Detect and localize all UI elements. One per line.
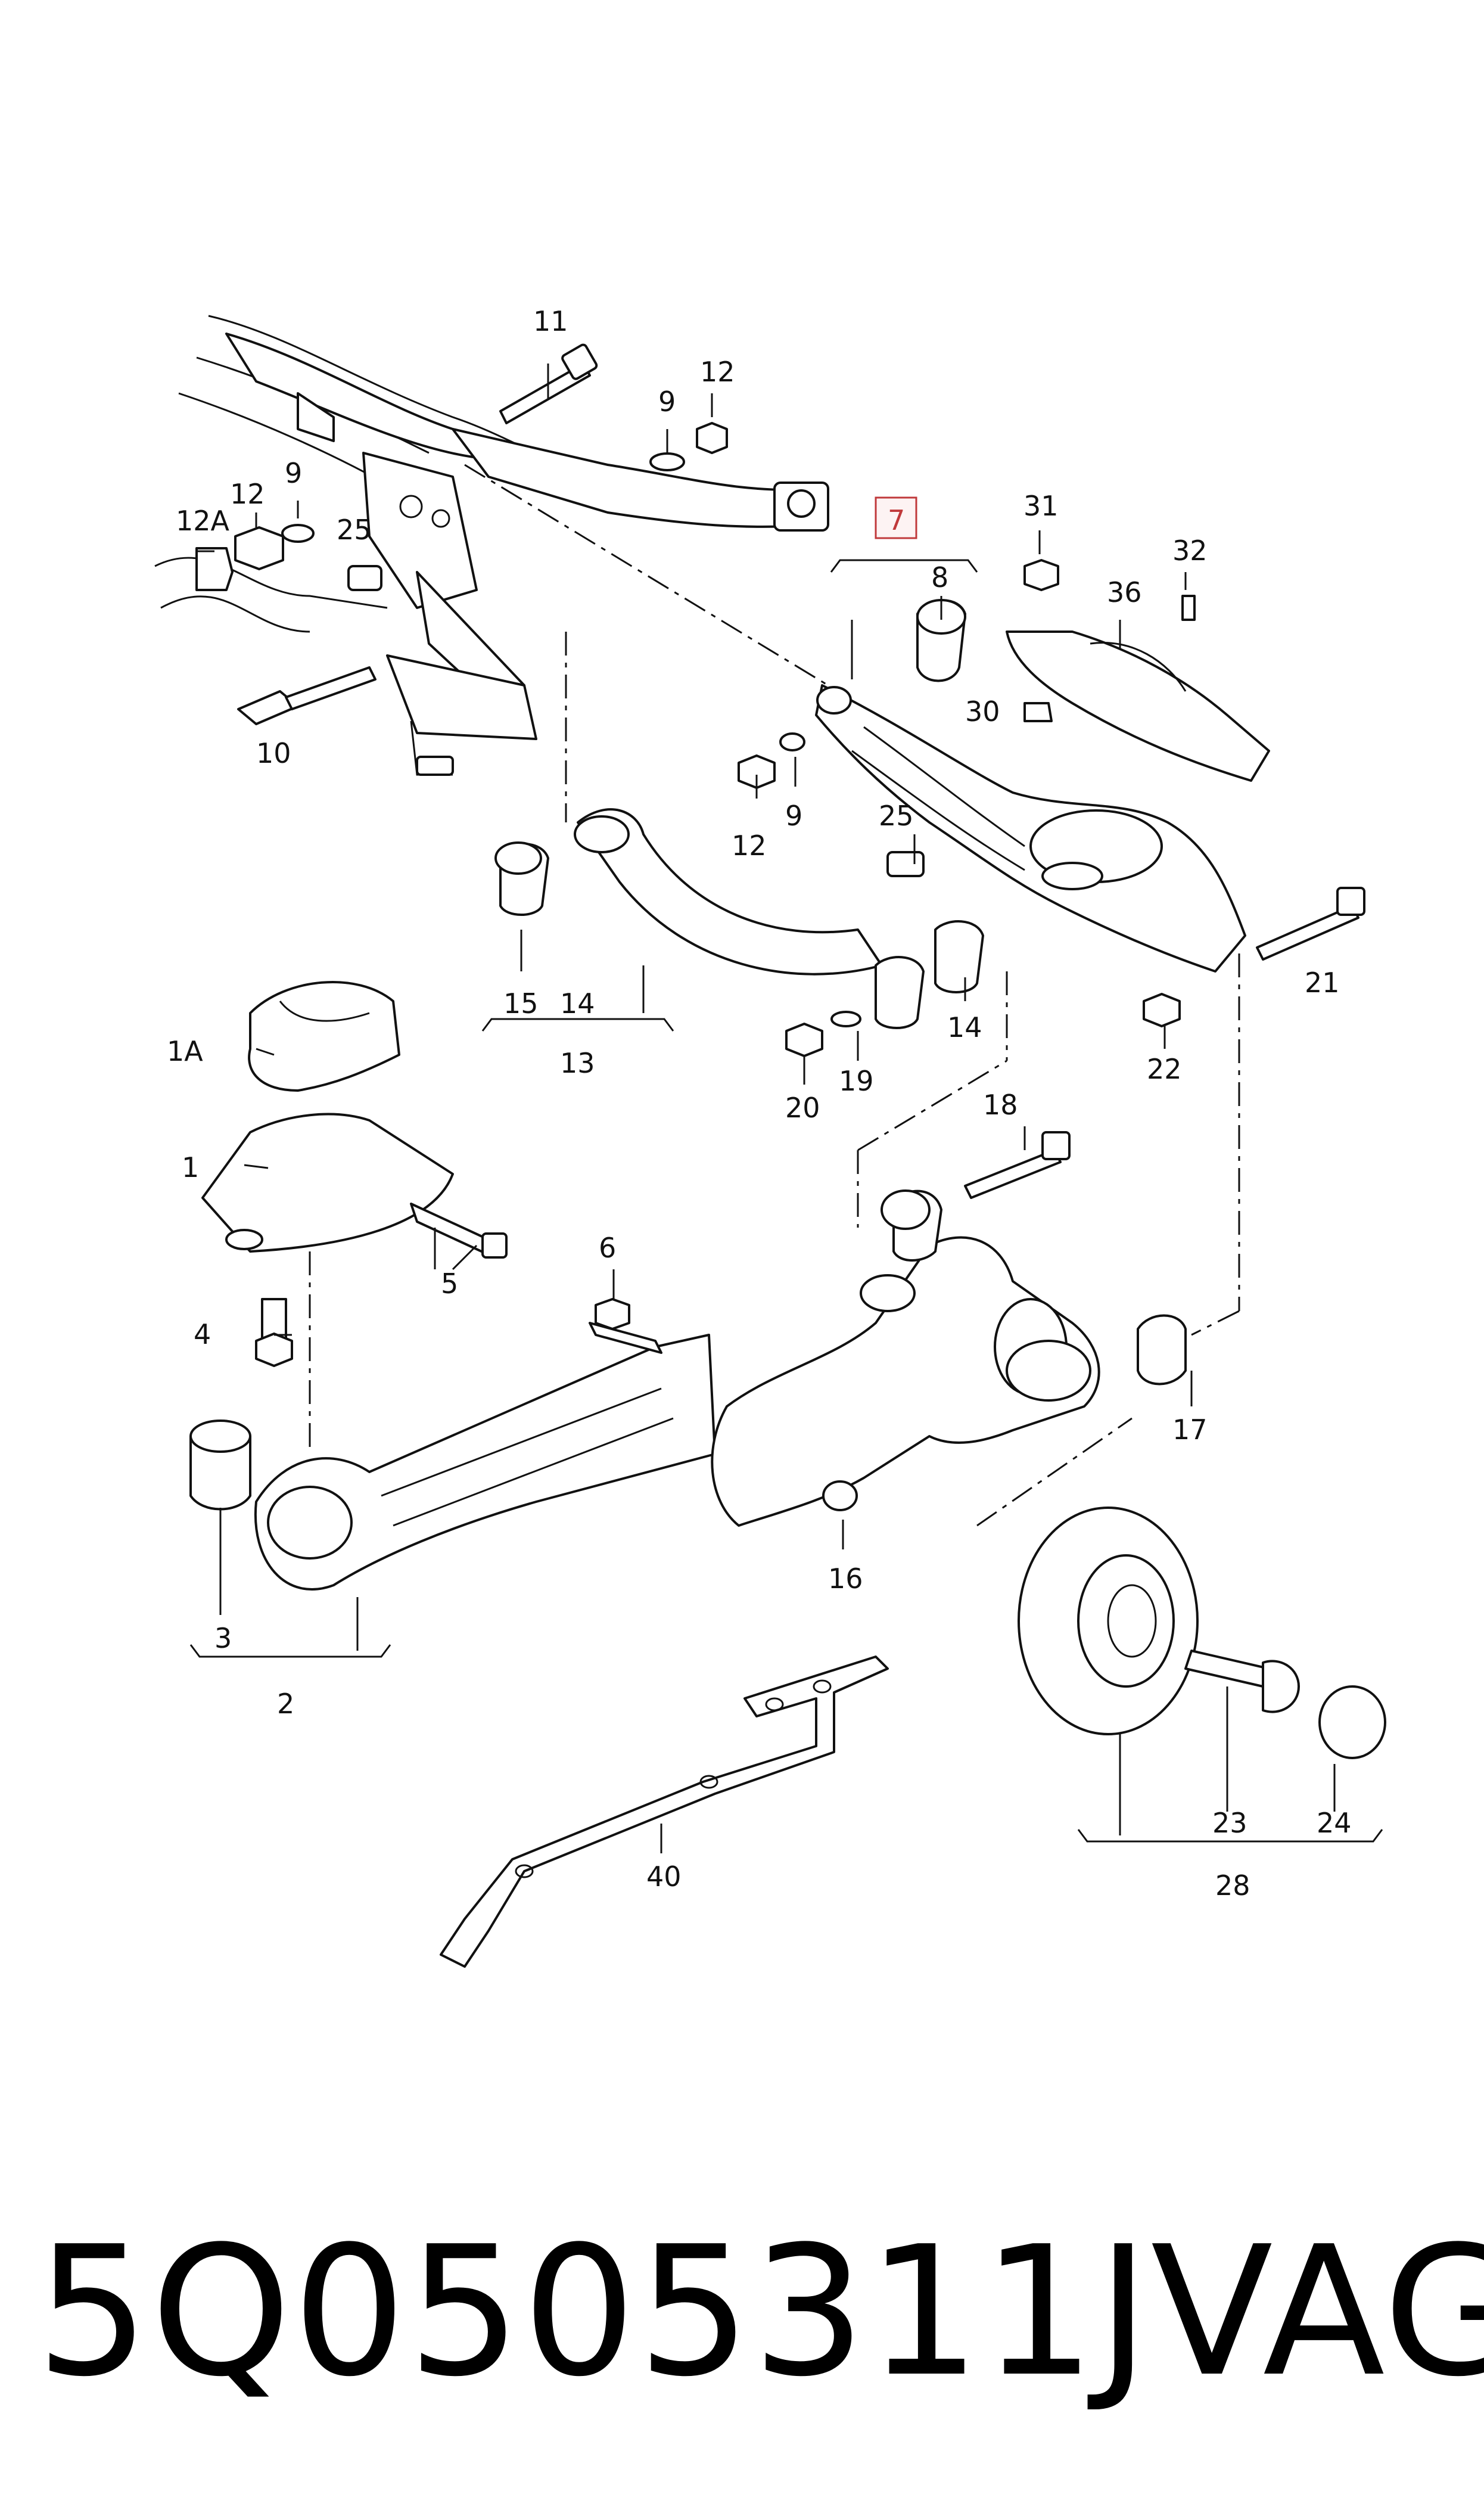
mount-1-drawing	[201, 981, 508, 1367]
callout-13: 13	[560, 1047, 595, 1079]
bracket-40-drawing	[440, 1655, 889, 1968]
bracket-36-drawing	[1006, 559, 1270, 782]
callout-6: 6	[599, 1232, 616, 1264]
fasteners-top-left	[195, 343, 728, 725]
part-number: 5Q0505311J	[36, 2208, 1151, 2416]
callout-36: 36	[1107, 576, 1142, 608]
callout-10: 10	[256, 737, 291, 769]
callout-14: 14	[560, 987, 595, 1020]
callout-32: 32	[1172, 535, 1208, 567]
subframe-drawing	[154, 315, 829, 776]
callout-8: 8	[931, 561, 948, 594]
callout-9: 9	[658, 386, 676, 418]
callout-12: 12	[732, 830, 767, 862]
callout-22: 22	[1147, 1053, 1182, 1085]
callout-21: 21	[1305, 967, 1340, 999]
callout-9: 9	[285, 457, 302, 489]
callout-30: 30	[965, 695, 1000, 728]
callout-23: 23	[1212, 1807, 1247, 1839]
callout-12A: 12A	[176, 505, 230, 537]
callout-labels: 11 9 12 9 12 12A 25 10 7 8 31 32 36 30 1…	[167, 305, 1352, 1902]
wheel-carrier-drawing	[711, 1131, 1187, 1527]
callout-7-highlight	[875, 496, 917, 539]
leader-lines	[197, 364, 1336, 1853]
callout-4: 4	[194, 1318, 211, 1350]
callout-3: 3	[214, 1622, 232, 1654]
brand-name: VAG	[1150, 2208, 1484, 2416]
callout-20: 20	[785, 1092, 820, 1124]
callout-1A: 1A	[167, 1035, 203, 1067]
trailing-arm-2-drawing	[189, 1298, 716, 1591]
callout-5: 5	[441, 1268, 458, 1300]
callout-18: 18	[983, 1089, 1018, 1121]
callout-24: 24	[1317, 1807, 1352, 1839]
callout-7: 7	[888, 504, 905, 536]
callout-12: 12	[700, 356, 735, 388]
callout-15: 15	[503, 987, 539, 1020]
part-caption: 5Q0505311J VAG	[36, 2205, 1484, 2419]
link-arm-13-drawing	[494, 808, 984, 1057]
callout-25: 25	[879, 800, 914, 832]
callout-19: 19	[839, 1065, 874, 1097]
callout-1: 1	[182, 1151, 199, 1184]
callout-31: 31	[1023, 490, 1059, 522]
callout-12: 12	[230, 478, 265, 510]
callout-17: 17	[1172, 1414, 1208, 1446]
callout-40: 40	[646, 1860, 682, 1893]
callout-25: 25	[337, 514, 372, 546]
grouping-brackets	[189, 559, 1383, 1843]
callout-9: 9	[785, 800, 802, 832]
callout-2: 2	[277, 1688, 294, 1720]
callout-28: 28	[1215, 1869, 1250, 1902]
callout-14: 14	[947, 1011, 982, 1043]
exploded-parts-diagram: 11 9 12 9 12 12A 25 10 7 8 31 32 36 30 1…	[154, 305, 1386, 1968]
hub-28-drawing	[1018, 1507, 1386, 1759]
control-arm-7-drawing	[738, 599, 1365, 1027]
callout-16: 16	[828, 1563, 863, 1595]
callout-11: 11	[533, 305, 568, 337]
